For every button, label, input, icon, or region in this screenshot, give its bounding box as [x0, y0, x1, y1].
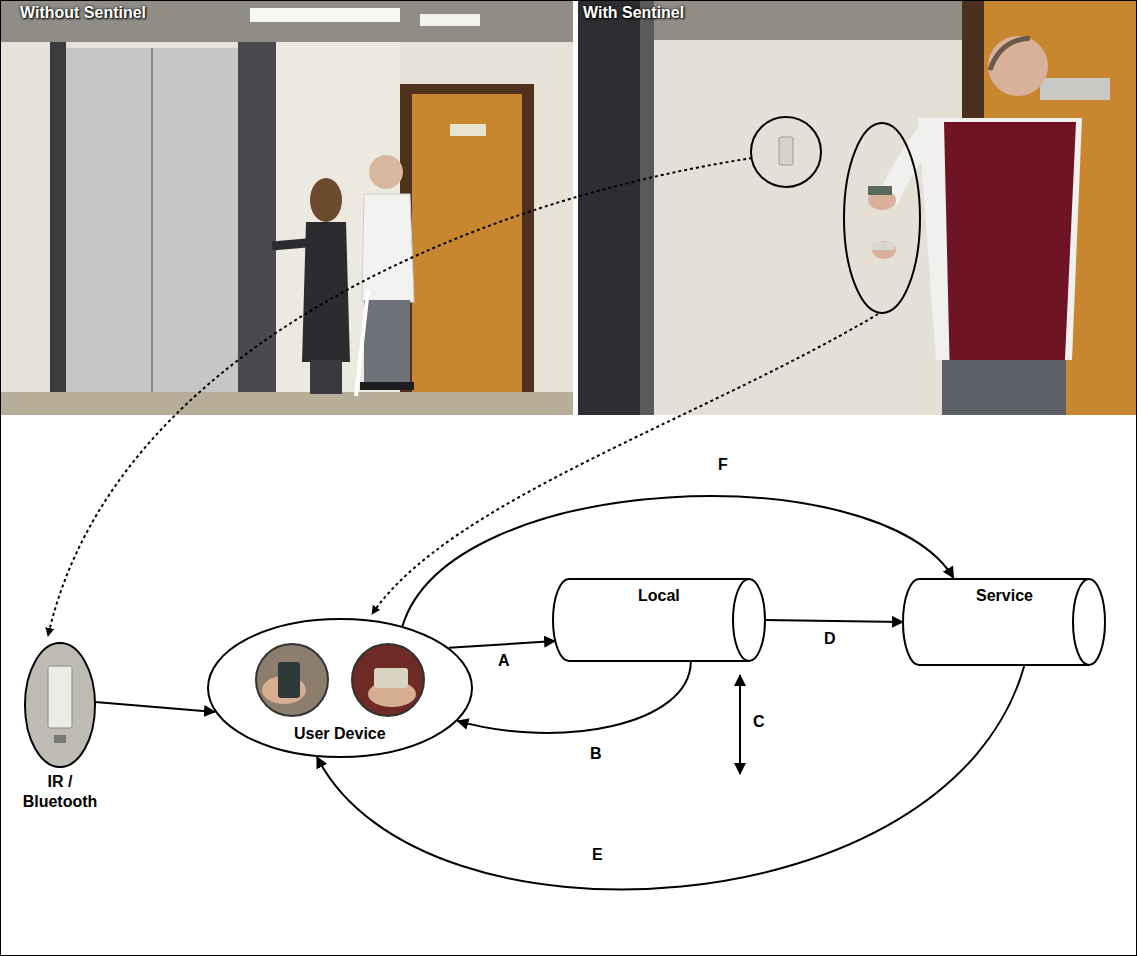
person-head	[369, 155, 403, 189]
edge-label: F	[716, 456, 730, 474]
photo-with-sentinel	[578, 0, 1137, 415]
ceiling-light	[250, 8, 400, 22]
node-outline	[553, 579, 765, 661]
person-vest	[944, 122, 1076, 380]
person-pants	[942, 360, 1066, 415]
wall	[0, 0, 573, 415]
ceiling-light	[420, 14, 480, 26]
edge-label: D	[822, 630, 838, 648]
photo-without-sentinel	[0, 0, 573, 415]
door	[412, 94, 522, 394]
service-store: Service	[903, 578, 1105, 666]
connector-arrow	[317, 666, 1024, 890]
person-shoes	[360, 382, 414, 390]
connector-arrow	[457, 662, 690, 733]
wall	[578, 0, 1137, 415]
photo-gap	[573, 0, 578, 415]
node-outline	[25, 643, 95, 767]
handheld-device	[868, 186, 892, 195]
photo-title: With Sentinel	[583, 3, 684, 23]
phone	[278, 662, 300, 698]
door-sign	[450, 124, 486, 136]
connector-arrow	[402, 496, 953, 626]
device-photo	[256, 644, 328, 716]
node-label: Local	[638, 586, 680, 606]
double-arrow	[739, 675, 741, 774]
door-sign	[1040, 78, 1110, 100]
ir-device-photo	[26, 644, 94, 766]
elevator-frame	[640, 0, 654, 415]
elevator-edge	[578, 0, 640, 415]
ir-bluetooth-node: IR / Bluetooth	[15, 642, 105, 832]
node-outline	[903, 579, 1105, 665]
person-pants	[364, 300, 410, 384]
node-label: User Device	[294, 724, 386, 744]
elevator-frame	[238, 42, 276, 412]
person-hand	[872, 241, 896, 259]
node-label: IR / Bluetooth	[15, 772, 105, 812]
edge-label: E	[590, 846, 605, 864]
edge-label: C	[751, 712, 767, 732]
elevator-frame	[50, 42, 66, 414]
connector-arrow	[765, 620, 903, 622]
ir-device	[48, 666, 72, 728]
handheld-device	[872, 242, 894, 250]
person-head	[988, 36, 1048, 96]
floor	[0, 392, 573, 415]
door-seam	[151, 48, 153, 408]
edge-label: A	[496, 652, 512, 670]
local-store: Local	[553, 578, 765, 662]
highlight-ellipse	[844, 123, 920, 313]
node-outline	[208, 619, 472, 757]
user-device-ellipse: User Device	[207, 618, 473, 758]
edge-label: B	[588, 745, 604, 763]
door-frame	[400, 84, 534, 394]
connector-arrow	[95, 702, 215, 712]
elevator-door	[66, 48, 238, 408]
leader-line	[48, 158, 752, 636]
ceiling	[0, 0, 573, 42]
node-label: Service	[976, 586, 1033, 606]
sentinel-device	[779, 137, 793, 165]
person-legs	[310, 360, 342, 394]
white-cane	[356, 290, 368, 396]
photo-title: Without Sentinel	[20, 3, 146, 23]
person-hair	[990, 38, 1030, 70]
connector-arrow	[449, 641, 555, 648]
person-arm	[888, 130, 930, 200]
person-head	[310, 178, 342, 222]
leader-line	[372, 314, 878, 614]
highlight-circle	[751, 117, 821, 187]
person-arm	[272, 242, 318, 246]
device-photo	[352, 644, 424, 716]
braille-device	[374, 668, 408, 688]
ir-device-plug	[54, 735, 66, 743]
person-shirt	[362, 194, 414, 302]
